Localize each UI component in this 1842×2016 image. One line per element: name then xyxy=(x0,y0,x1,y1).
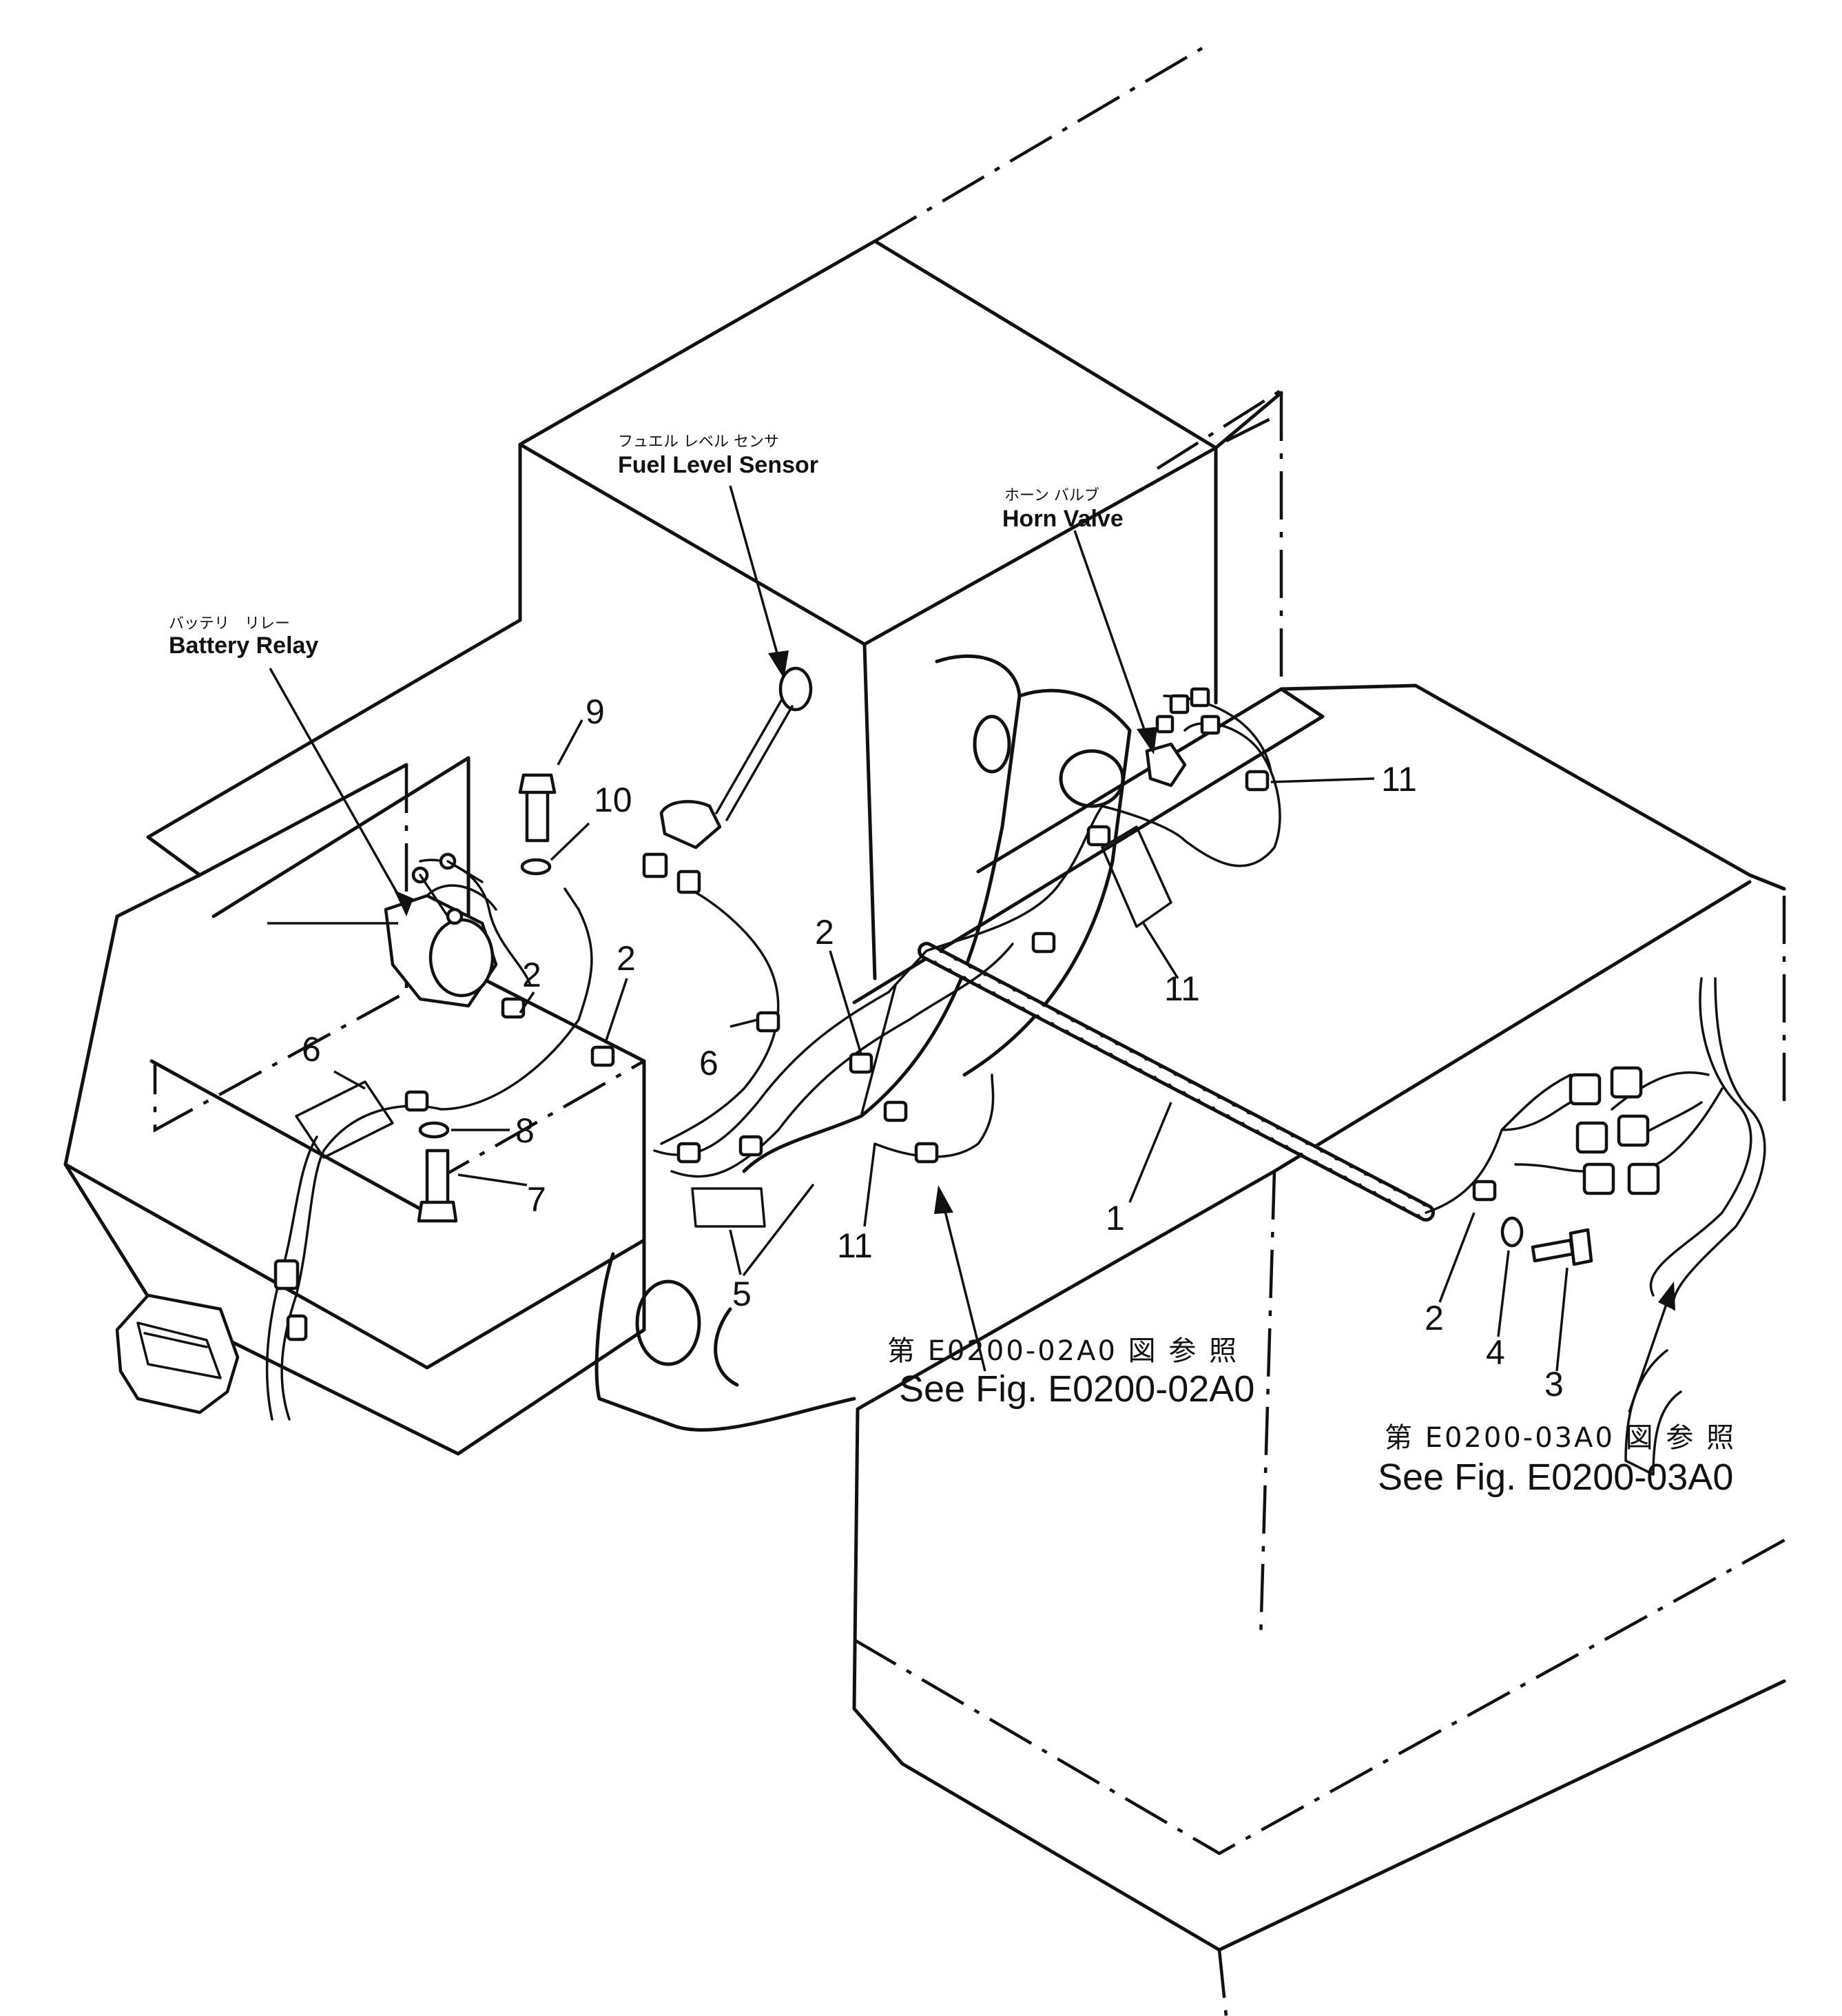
battery-relay-jp-label: バッテリ リレー xyxy=(169,615,290,632)
leader-2d xyxy=(1438,1212,1476,1303)
harness xyxy=(265,695,1766,1476)
boom-right-arm xyxy=(962,688,1132,1077)
boom-pin-upper xyxy=(973,714,1011,774)
leaders xyxy=(267,485,1675,1413)
boom-lower-pin xyxy=(635,1279,701,1366)
harness-boom-2 xyxy=(670,943,1014,1178)
left-box-inner xyxy=(153,765,408,1133)
leader-2c xyxy=(829,950,862,1055)
ref-02-label: See Fig. E0200-02A0 xyxy=(899,1368,1254,1410)
horn-valve-jp-label: ホーン バルブ xyxy=(1004,487,1099,504)
leader-11b xyxy=(1142,923,1179,979)
left-box-lower-face xyxy=(63,1162,646,1370)
callout-6: 6 xyxy=(699,1044,718,1082)
ref-03-jp-label: 第 E0200-03A0 図 参 照 xyxy=(1385,1422,1736,1454)
ref-02-jp-label: 第 E0200-02A0 図 参 照 xyxy=(887,1335,1239,1367)
callout-4: 4 xyxy=(1486,1333,1505,1372)
upper-right-line-2 xyxy=(1225,411,1283,443)
leader-9 xyxy=(557,719,583,765)
battery-relay-label: Battery Relay xyxy=(169,632,318,659)
tag-11-right xyxy=(1101,825,1172,928)
callout-6: 6 xyxy=(302,1030,321,1069)
labels: バッテリ リレー Battery Relay フュエル レベル センサ Fuel… xyxy=(169,433,1736,1498)
leader-6b xyxy=(729,1018,758,1028)
callout-2: 2 xyxy=(522,956,541,994)
fuel-sensor-label: Fuel Level Sensor xyxy=(618,452,818,478)
callout-7: 7 xyxy=(527,1180,546,1219)
horn-valve-label: Horn Valve xyxy=(1002,506,1124,532)
clamps xyxy=(404,770,1497,1202)
bolt-3 xyxy=(1531,1228,1593,1266)
upper-right-line xyxy=(1156,384,1290,470)
leader-5 xyxy=(729,1229,742,1275)
leader-3 xyxy=(1555,1267,1569,1372)
leader-2b xyxy=(605,978,628,1041)
upper-block xyxy=(518,239,1283,980)
fuel-sensor-jp-label: フュエル レベル センサ xyxy=(618,433,779,451)
tag-5 xyxy=(691,1187,766,1228)
washer-8 xyxy=(418,1121,450,1139)
bolt-7 xyxy=(417,1149,458,1223)
left-box-bottom xyxy=(426,1060,645,1186)
right-box-vertical xyxy=(1259,1171,1276,1640)
connectors-right xyxy=(1569,1066,1660,1195)
bolt-9 xyxy=(518,773,557,843)
washer-10 xyxy=(520,858,552,876)
horn-valve xyxy=(1145,687,1221,788)
harness-right-trunk-outline xyxy=(1672,977,1766,1310)
machine-outline xyxy=(63,47,1792,2016)
harness-boom xyxy=(653,805,1104,1156)
boom-pin-right xyxy=(1059,749,1125,808)
right-box xyxy=(852,683,1786,1005)
washer-4 xyxy=(1500,1216,1524,1248)
callout-2: 2 xyxy=(815,913,834,952)
fasteners xyxy=(417,773,1593,1266)
harness-far-right xyxy=(1624,1349,1682,1476)
components xyxy=(115,666,1660,1415)
callout-9: 9 xyxy=(586,692,605,731)
ref-03-label: See Fig. E0200-03A0 xyxy=(1378,1457,1733,1498)
harness-relay xyxy=(280,887,593,1421)
tag-plates xyxy=(295,825,1172,1228)
callout-1: 1 xyxy=(1106,1199,1125,1237)
boom-left-arm xyxy=(742,654,1022,1173)
callout-2: 2 xyxy=(1425,1299,1444,1337)
callout-11: 11 xyxy=(837,1226,873,1265)
callout-3: 3 xyxy=(1544,1365,1564,1403)
callout-numbers: 1 2 2 2 2 3 4 5 6 6 7 8 9 10 11 11 11 xyxy=(302,692,1564,1403)
boom-base xyxy=(594,1252,856,1432)
callout-5: 5 xyxy=(732,1275,752,1313)
callout-10: 10 xyxy=(594,781,632,819)
leader-4 xyxy=(1497,1250,1510,1337)
boom-mid-line xyxy=(743,984,897,1276)
battery-relay xyxy=(384,852,498,1008)
leader-2a xyxy=(519,991,535,1014)
boom-lower-curve xyxy=(714,1307,739,1387)
leader-10 xyxy=(550,822,590,861)
tag-6-left xyxy=(295,1080,394,1159)
right-box-bottom-edge xyxy=(1217,1949,1228,2016)
leader-11a xyxy=(863,1143,876,1227)
fuel-level-sensor xyxy=(642,666,813,894)
relay-box-front xyxy=(115,1259,308,1415)
harness-main-pattern xyxy=(921,945,1431,1218)
harness-clip-lower xyxy=(873,1073,995,1158)
leader-7 xyxy=(457,1173,528,1186)
right-box-front xyxy=(852,880,1786,1952)
boom-casting xyxy=(594,654,1132,1432)
frame-top-diagonal xyxy=(873,47,1203,243)
right-box-lower-line xyxy=(853,1535,1792,1855)
harness-right-trunk xyxy=(1649,977,1752,1297)
callout-8: 8 xyxy=(515,1111,535,1150)
leader-11c xyxy=(1270,777,1375,783)
harness-horn xyxy=(1101,721,1281,867)
harness-right-branch xyxy=(1425,1071,1724,1214)
callout-11: 11 xyxy=(1164,969,1200,1008)
callout-2: 2 xyxy=(617,939,636,978)
leader-1 xyxy=(1128,1102,1172,1203)
leader-6a xyxy=(333,1070,366,1090)
callout-11: 11 xyxy=(1381,760,1417,799)
